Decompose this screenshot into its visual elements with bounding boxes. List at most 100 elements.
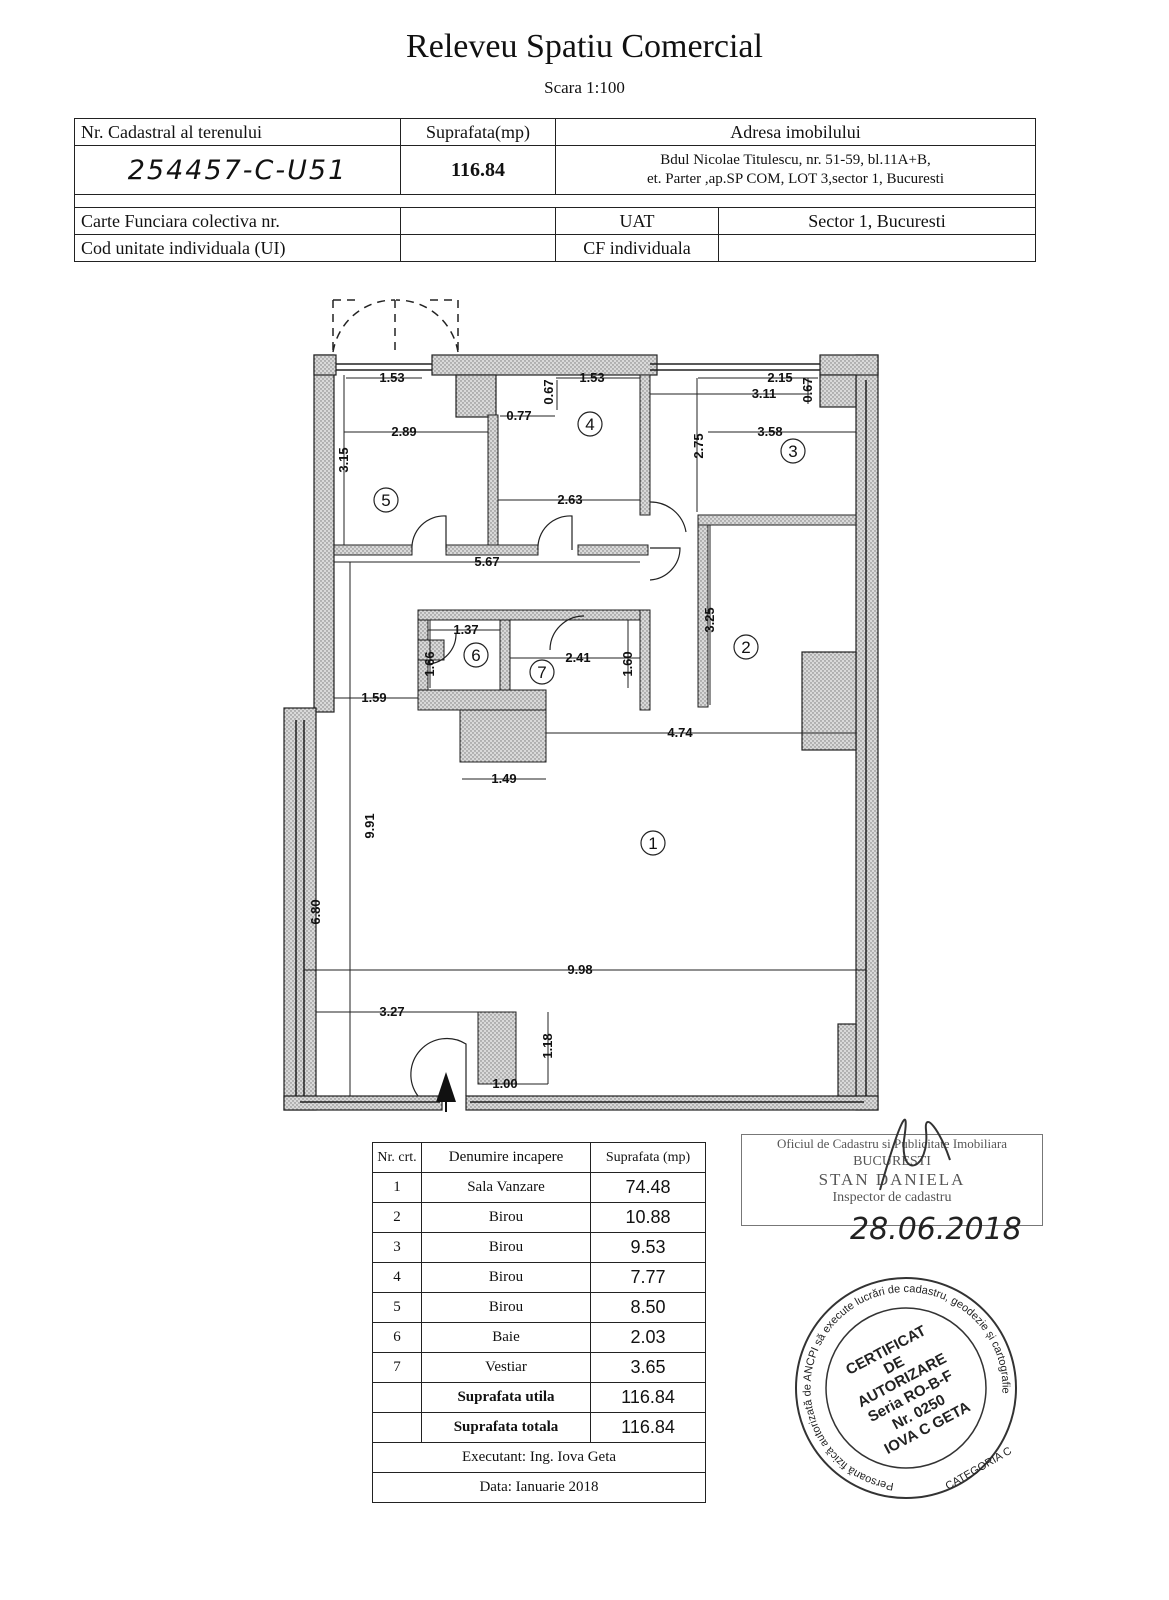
- row-area: 2.03: [590, 1322, 706, 1353]
- dim-label: 1.60: [620, 651, 635, 676]
- dim-label: 6.80: [308, 899, 323, 924]
- row-nr: 3: [372, 1232, 422, 1263]
- total-label: Suprafata totala: [421, 1412, 591, 1443]
- row-name: Birou: [421, 1292, 591, 1323]
- svg-text:4: 4: [585, 415, 594, 434]
- handwritten-date: 28.06.2018: [850, 1212, 1022, 1247]
- entrance-door-icon: [332, 299, 459, 353]
- dim-label: 2.75: [691, 433, 706, 458]
- row-area: 10.88: [590, 1202, 706, 1233]
- dim-label: 1.53: [579, 370, 604, 385]
- room-6-label: 6: [463, 642, 489, 668]
- row-name: Birou: [421, 1232, 591, 1263]
- room-4-label: 4: [577, 411, 603, 437]
- dim-label: 3.58: [757, 424, 782, 439]
- row-name: Vestiar: [421, 1352, 591, 1383]
- row-nr: 5: [372, 1292, 422, 1323]
- dim-label: 4.74: [667, 725, 693, 740]
- windows: [295, 363, 867, 1103]
- svg-text:7: 7: [537, 663, 546, 682]
- svg-text:3: 3: [788, 442, 797, 461]
- executant: Executant: Ing. Iova Geta: [372, 1442, 706, 1473]
- address-value: Bdul Nicolae Titulescu, nr. 51-59, bl.11…: [555, 145, 1036, 195]
- row-nr: 2: [372, 1202, 422, 1233]
- address-line-1: Bdul Nicolae Titulescu, nr. 51-59, bl.11…: [660, 152, 931, 168]
- row-name: Birou: [421, 1262, 591, 1293]
- dim-label: 2.63: [557, 492, 582, 507]
- dim-label: 0.67: [800, 377, 815, 402]
- dim-label: 0.67: [541, 379, 556, 404]
- row-area: 8.50: [590, 1292, 706, 1323]
- dim-label: 1.59: [361, 690, 386, 705]
- dim-label: 9.91: [362, 813, 377, 838]
- cod-ui-label: Cod unitate individuala (UI): [74, 234, 401, 262]
- door-arcs: [410, 501, 687, 1097]
- room-7-label: 7: [529, 659, 555, 685]
- dim-label: 2.89: [391, 424, 416, 439]
- col-header-nr: Nr. crt.: [372, 1142, 422, 1173]
- room-1-label: 1: [640, 830, 666, 856]
- svg-text:2: 2: [741, 638, 750, 657]
- row-name: Sala Vanzare: [421, 1172, 591, 1203]
- dim-label: 3.11: [752, 386, 777, 401]
- dim-label: 3.27: [379, 1004, 404, 1019]
- cod-ui-value: [400, 234, 556, 262]
- util-value: 116.84: [590, 1382, 706, 1413]
- dim-label: 1.18: [540, 1033, 555, 1058]
- cf-individuala-label: CF individuala: [555, 234, 719, 262]
- exterior-walls: [283, 354, 879, 1111]
- room-labels: 1 2 3 4 5 6 7: [373, 411, 806, 856]
- property-info-table: Nr. Cadastral al terenului Suprafata(mp)…: [74, 118, 1036, 262]
- room-3-label: 3: [780, 438, 806, 464]
- col-header-name: Denumire incapere: [421, 1142, 591, 1173]
- dim-label: 1.66: [422, 651, 437, 676]
- row-nr: 1: [372, 1172, 422, 1203]
- util-spacer: [372, 1382, 422, 1413]
- dim-label: 2.15: [767, 370, 792, 385]
- row-nr: 7: [372, 1352, 422, 1383]
- document-title: Releveu Spatiu Comercial: [406, 28, 763, 65]
- svg-text:1: 1: [648, 834, 657, 853]
- dim-label: 9.98: [567, 962, 592, 977]
- col-header-area: Suprafata (mp): [590, 1142, 706, 1173]
- dim-label: 1.37: [453, 622, 478, 637]
- util-label: Suprafata utila: [421, 1382, 591, 1413]
- row-area: 74.48: [590, 1172, 706, 1203]
- dim-label: 0.77: [506, 408, 531, 423]
- uat-value: Sector 1, Bucuresti: [718, 207, 1036, 235]
- total-value: 116.84: [590, 1412, 706, 1443]
- ocpi-line-4: Inspector de cadastru: [832, 1190, 952, 1205]
- dim-label: 5.67: [474, 554, 499, 569]
- row-area: 3.65: [590, 1352, 706, 1383]
- scale-label: Scara 1:100: [544, 78, 625, 97]
- interior-walls: [333, 374, 857, 1085]
- rooms-area-table: Nr. crt. Denumire incapere Suprafata (mp…: [372, 1142, 706, 1503]
- dim-label: 3.15: [336, 447, 351, 472]
- dim-label: 1.53: [379, 370, 404, 385]
- dim-label: 1.00: [492, 1076, 517, 1091]
- uat-label: UAT: [555, 207, 719, 235]
- dimension-lines: [304, 375, 866, 1096]
- authorization-seal: Persoană fizică autorizată de ANCPI să e…: [795, 1277, 1017, 1499]
- room-5-label: 5: [373, 487, 399, 513]
- vertical-dimension-labels: 0.67 0.67 2.75 3.15 3.25 1.66 1.60 9.91 …: [308, 377, 815, 1058]
- north-arrow-icon: [436, 1072, 456, 1102]
- signature-icon: [879, 1118, 951, 1191]
- row-name: Baie: [421, 1322, 591, 1353]
- dimension-labels: 1.53 1.53 2.15 0.77 3.11 2.89 3.58 2.63 …: [361, 370, 792, 1091]
- ocpi-line-1: Oficiul de Cadastru si Publicitate Imobi…: [777, 1136, 1007, 1151]
- dim-label: 1.49: [491, 771, 516, 786]
- row-area: 9.53: [590, 1232, 706, 1263]
- ocpi-line-3: STAN DANIELA: [818, 1170, 966, 1189]
- date: Data: Ianuarie 2018: [372, 1472, 706, 1503]
- row-nr: 6: [372, 1322, 422, 1353]
- cf-individuala-value: [718, 234, 1036, 262]
- cadastral-value: 254457-C-U51: [74, 145, 401, 195]
